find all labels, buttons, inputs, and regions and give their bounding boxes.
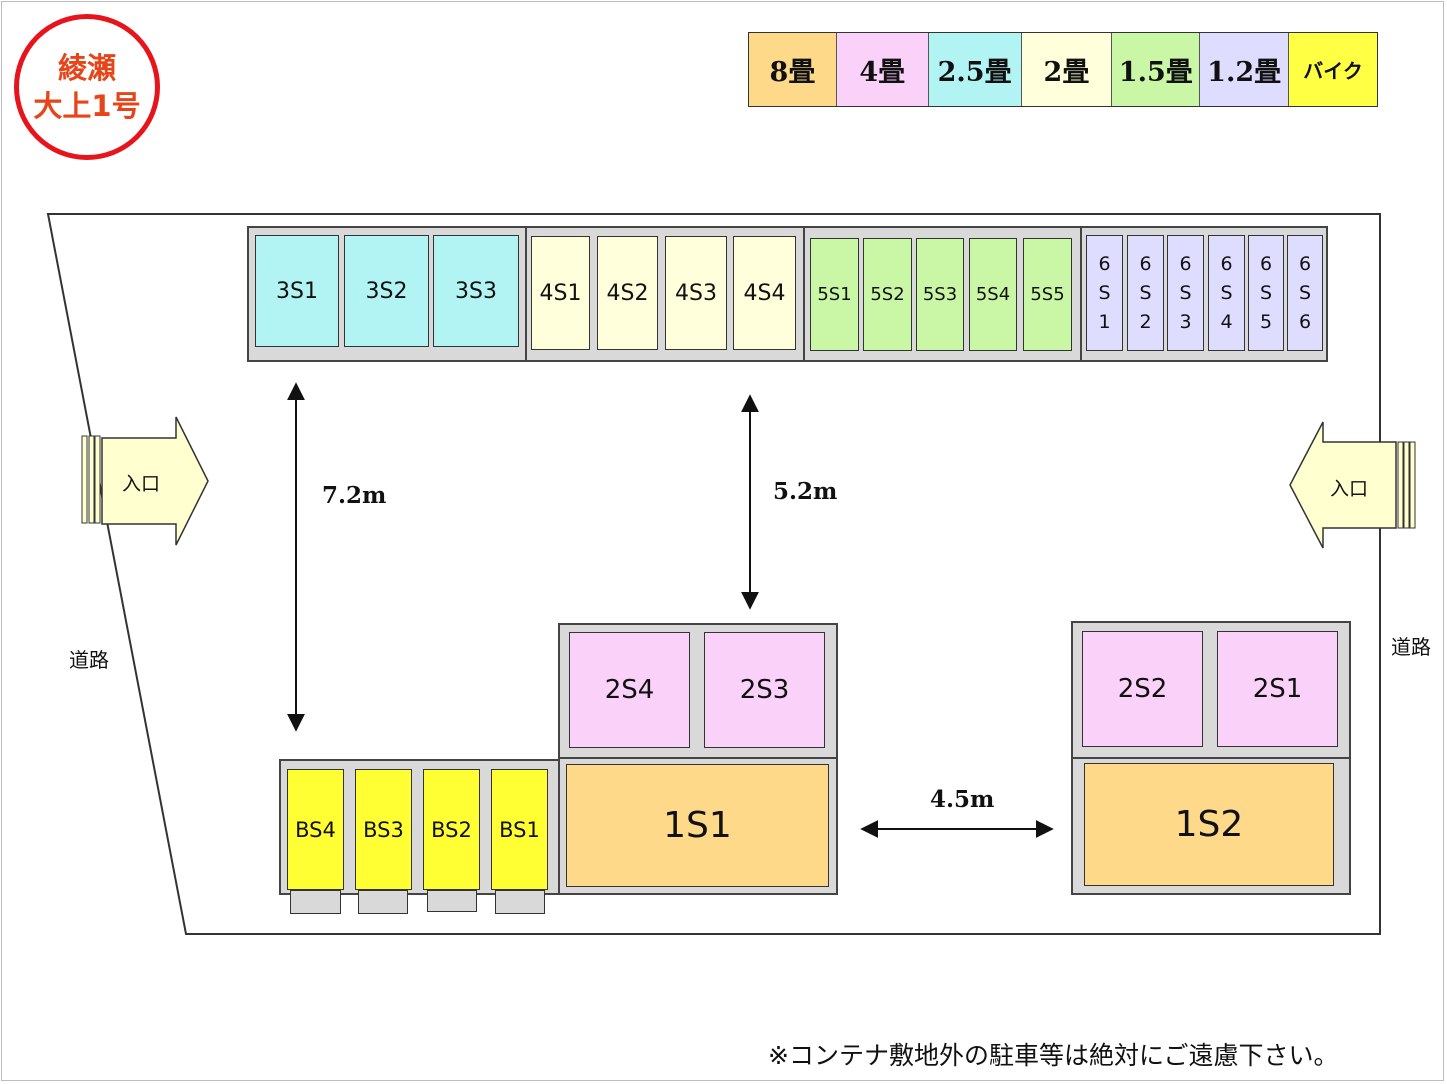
legend-1-2jo: 1.2畳 bbox=[1200, 33, 1290, 106]
unit-bs2[interactable]: BS2 bbox=[423, 769, 480, 890]
unit-6s5[interactable]: 6 S 5 bbox=[1248, 235, 1284, 351]
unit-3s2[interactable]: 3S2 bbox=[344, 235, 429, 347]
unit-5s3[interactable]: 5S3 bbox=[916, 238, 964, 351]
parking-notice: ※コンテナ敷地外の駐車等は絶対にご遠慮下さい。 bbox=[768, 1041, 1339, 1070]
unit-1s2[interactable]: 1S2 bbox=[1084, 763, 1334, 886]
legend-2-5jo: 2.5畳 bbox=[928, 33, 1022, 106]
site-boundary bbox=[46, 213, 1381, 935]
unit-5s1[interactable]: 5S1 bbox=[810, 238, 859, 351]
unit-4s2[interactable]: 4S2 bbox=[597, 236, 658, 350]
unit-4s4[interactable]: 4S4 bbox=[733, 236, 796, 350]
unit-5s4[interactable]: 5S4 bbox=[969, 238, 1017, 351]
location-stamp: 綾瀬 大上1号 bbox=[14, 14, 160, 160]
unit-2s1[interactable]: 2S1 bbox=[1217, 631, 1338, 747]
unit-2s2[interactable]: 2S2 bbox=[1082, 631, 1203, 747]
entrance-left-label: 入口 bbox=[122, 473, 161, 495]
legend-4jo: 4畳 bbox=[836, 33, 929, 106]
unit-3s3[interactable]: 3S3 bbox=[433, 235, 519, 347]
legend-1-5jo: 1.5畳 bbox=[1112, 33, 1201, 106]
unit-5s2[interactable]: 5S2 bbox=[863, 238, 912, 351]
unit-6s1[interactable]: 6 S 1 bbox=[1086, 235, 1123, 351]
stamp-line-1: 綾瀬 bbox=[57, 51, 116, 85]
unit-bs1[interactable]: BS1 bbox=[491, 769, 548, 890]
entrance-right-label: 入口 bbox=[1330, 478, 1369, 500]
unit-4s1[interactable]: 4S1 bbox=[531, 236, 590, 350]
unit-6s4[interactable]: 6 S 4 bbox=[1208, 235, 1245, 351]
unit-2s3[interactable]: 2S3 bbox=[704, 632, 825, 748]
entrance-left-arrow bbox=[81, 416, 209, 546]
road-right-label: 道路 bbox=[1391, 635, 1431, 659]
unit-4s3[interactable]: 4S3 bbox=[665, 236, 727, 350]
unit-6s6[interactable]: 6 S 6 bbox=[1287, 235, 1323, 351]
stamp-line-2: 大上1号 bbox=[33, 89, 141, 123]
bike-stand-2 bbox=[427, 890, 477, 912]
size-legend: 8畳 4畳 2.5畳 2畳 1.5畳 1.2畳 バイク bbox=[748, 32, 1378, 107]
unit-1s1[interactable]: 1S1 bbox=[566, 764, 829, 887]
dimension-label-middle: 5.2m bbox=[773, 478, 838, 505]
bike-stand-4 bbox=[290, 890, 341, 914]
dimension-label-left: 7.2m bbox=[322, 482, 387, 509]
road-left-label: 道路 bbox=[69, 648, 109, 672]
unit-2s4[interactable]: 2S4 bbox=[569, 632, 690, 748]
legend-8jo: 8畳 bbox=[749, 33, 837, 106]
dimension-label-bottom: 4.5m bbox=[930, 786, 995, 813]
unit-3s1[interactable]: 3S1 bbox=[255, 235, 339, 347]
unit-5s5[interactable]: 5S5 bbox=[1023, 238, 1072, 351]
legend-bike: バイク bbox=[1289, 33, 1377, 106]
unit-bs4[interactable]: BS4 bbox=[287, 769, 344, 890]
unit-6s3[interactable]: 6 S 3 bbox=[1167, 235, 1204, 351]
legend-2jo: 2畳 bbox=[1021, 33, 1113, 106]
entrance-right-arrow bbox=[1289, 421, 1416, 549]
unit-bs3[interactable]: BS3 bbox=[355, 769, 412, 890]
unit-6s2[interactable]: 6 S 2 bbox=[1127, 235, 1164, 351]
bike-stand-3 bbox=[358, 890, 408, 914]
bike-stand-1 bbox=[495, 890, 545, 914]
